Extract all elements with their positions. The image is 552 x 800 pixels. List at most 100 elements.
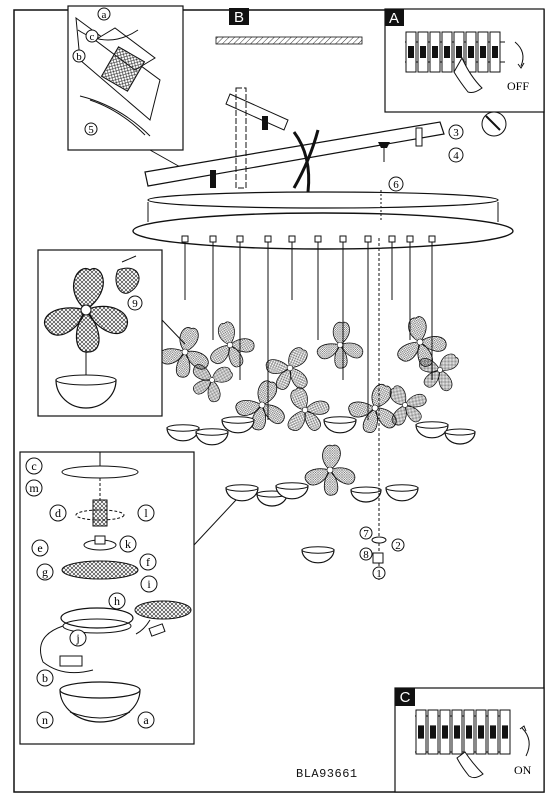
wiring-detail-panel: a c b 5 — [67, 5, 184, 169]
assembly-label-d: d — [55, 506, 61, 520]
assembly-step-m: m — [25, 479, 43, 497]
pendant-shade — [221, 416, 255, 434]
assembly-step-h: h — [108, 592, 126, 610]
assembly-label-k: k — [125, 537, 131, 551]
assembly-label-c: c — [31, 459, 36, 473]
bulb-detail: 7 2 8 1 — [359, 238, 405, 580]
section-b-header: B — [215, 8, 363, 45]
breaker-switch — [487, 709, 499, 755]
section-c-tag: C — [400, 689, 411, 706]
pendant-shade — [385, 484, 419, 502]
step-a-detail: a — [102, 9, 107, 21]
screw-icon — [262, 116, 268, 130]
canopy — [132, 212, 514, 250]
breaker-switch — [465, 31, 477, 73]
pendant-shade — [275, 482, 309, 500]
assembly-label-e: e — [37, 541, 42, 555]
flower-cluster — [265, 347, 308, 390]
breaker-switch — [477, 31, 489, 73]
step-9: 9 — [132, 298, 138, 310]
breaker-switch — [439, 709, 451, 755]
pendant-shade — [444, 428, 476, 445]
mounting-bar — [144, 121, 445, 187]
flower-cluster — [235, 380, 285, 431]
off-label: OFF — [507, 79, 529, 93]
pendant-shade — [166, 424, 200, 442]
ceiling-plate — [225, 93, 289, 131]
assembly-step-f: f — [139, 553, 157, 571]
assembly-step-a: a — [137, 711, 155, 729]
breaker-panel-off — [405, 31, 505, 73]
page-border — [13, 9, 545, 793]
pendant-rod — [314, 235, 322, 340]
assembly-label-m: m — [29, 481, 39, 495]
flower-detail-panel: 9 — [37, 249, 186, 417]
assembly-step-j: j — [69, 629, 87, 647]
breaker-switch — [463, 709, 475, 755]
breaker-switch — [441, 31, 453, 73]
pendant-rod — [209, 235, 217, 340]
pendant-rod — [181, 235, 189, 300]
flower-cluster — [348, 384, 397, 433]
pendant-rod — [288, 235, 296, 300]
step-2: 2 — [395, 540, 401, 552]
step-b-detail: b — [76, 51, 82, 63]
assembly-label-h: h — [114, 594, 120, 608]
assembly-label-n: n — [42, 713, 48, 727]
section-a-panel: A OFF — [384, 8, 545, 113]
pendant-shade — [195, 428, 229, 446]
pendant-shade — [225, 484, 259, 502]
step-5: 5 — [88, 124, 94, 136]
flower-cluster — [158, 327, 209, 378]
assembly-step-l: l — [137, 504, 155, 522]
flower-cluster — [210, 321, 255, 368]
step-6: 6 — [393, 179, 399, 191]
step-7: 7 — [363, 528, 369, 540]
section-a-tag: A — [389, 10, 399, 27]
assembly-label-b: b — [42, 671, 48, 685]
assembly-step-c: c — [25, 457, 43, 475]
flower-cluster — [192, 364, 233, 403]
ceiling-hatch — [215, 36, 363, 45]
assembly-step-k: k — [119, 535, 137, 553]
rotate-arrow-icon — [514, 41, 524, 67]
assembly-label-j: j — [75, 631, 79, 645]
chain — [235, 87, 247, 189]
on-label: ON — [514, 763, 532, 777]
pendant-rod — [364, 235, 372, 420]
screw-icon-2 — [210, 170, 216, 188]
assembly-step-i: i — [140, 575, 158, 593]
section-b-tag: B — [234, 9, 244, 26]
flower-cluster — [287, 387, 330, 432]
pendant-shade — [415, 421, 449, 439]
mounting-assembly: 3 4 6 — [132, 87, 514, 250]
assembly-label-l: l — [144, 506, 148, 520]
hand-icon — [453, 56, 483, 93]
assembly-label-i: i — [147, 577, 151, 591]
pendant-shade — [301, 546, 335, 564]
terminal-block — [100, 46, 146, 92]
assembly-step-n: n — [36, 711, 54, 729]
screw-head-icon — [378, 142, 390, 148]
model-number: BLA93661 — [296, 767, 358, 781]
step-1: 1 — [376, 568, 382, 580]
assembly-step-d: d — [49, 504, 67, 522]
breaker-switch — [415, 709, 427, 755]
section-c-panel: C ON — [394, 687, 545, 793]
breaker-switch — [499, 709, 511, 755]
pendant-rods — [181, 235, 436, 420]
pendant-shades — [166, 416, 476, 564]
flower-cluster — [419, 353, 459, 392]
rotate-arrow-icon-on — [521, 727, 530, 757]
breaker-switch — [475, 709, 487, 755]
step-4: 4 — [453, 150, 459, 162]
flower-cluster — [304, 444, 356, 496]
assembly-step-e: e — [31, 539, 49, 557]
breaker-switch — [451, 709, 463, 755]
flower-cluster — [389, 385, 427, 426]
breaker-switch — [427, 709, 439, 755]
breaker-panel-on — [415, 709, 511, 755]
